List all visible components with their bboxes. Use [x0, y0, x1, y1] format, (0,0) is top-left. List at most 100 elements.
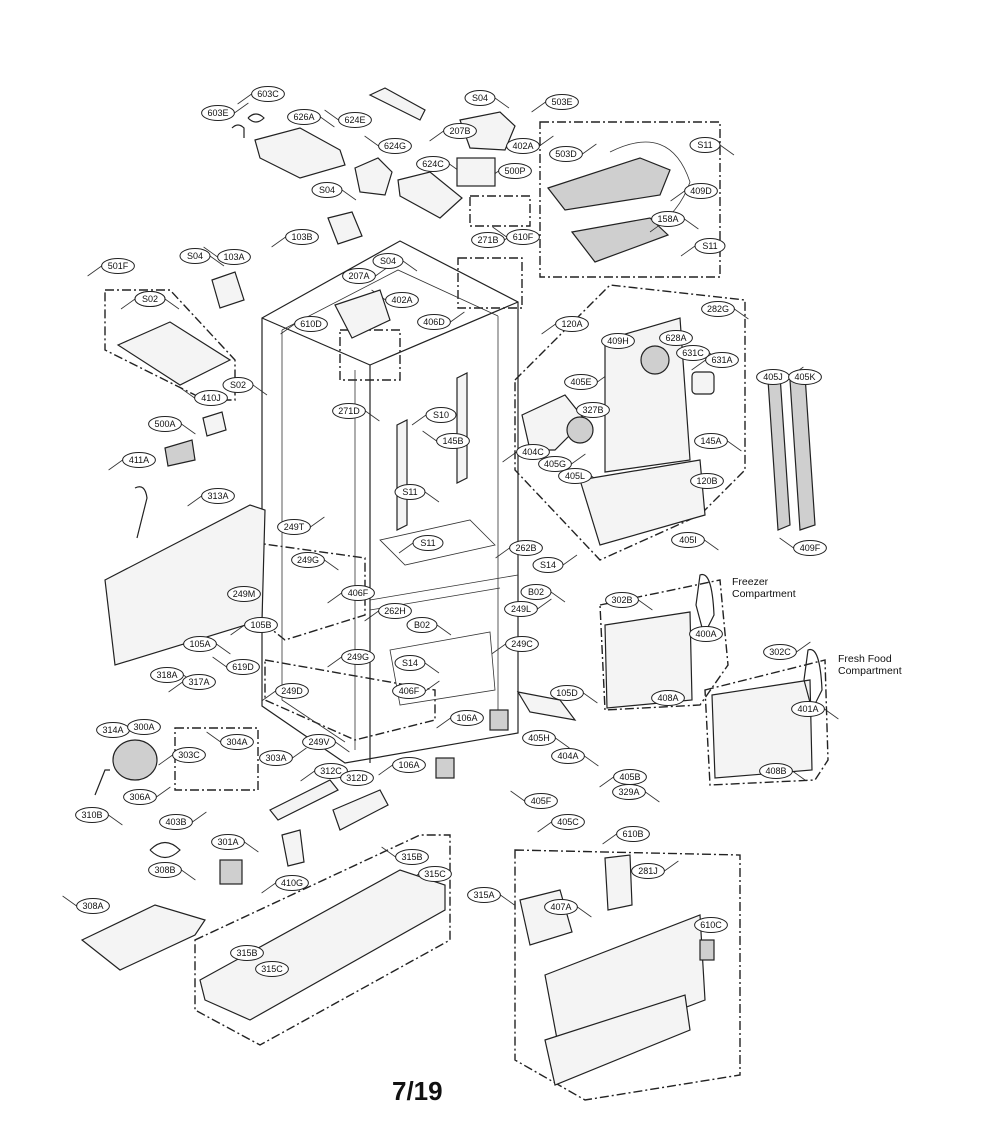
callout-ellipse — [311, 182, 343, 198]
callout-s04-tag: S04 — [179, 248, 211, 264]
callout-label: 317A — [188, 677, 209, 687]
part-603E — [231, 124, 245, 138]
leader-line — [341, 189, 357, 201]
callout-s14-tag: S14 — [532, 557, 564, 573]
callout-302c-tag: 302C — [763, 644, 797, 660]
group-outline-271D — [339, 329, 401, 381]
caption-fresh-food-line1: Fresh Food — [838, 653, 892, 665]
leader-line — [502, 451, 517, 463]
leader-line — [187, 495, 202, 507]
callout-ellipse — [201, 105, 235, 121]
callout-ellipse — [127, 719, 161, 735]
callout-ellipse — [705, 352, 739, 368]
callout-label: S14 — [540, 560, 556, 570]
part-405K — [789, 374, 816, 531]
callout-405f-tag: 405F — [524, 793, 558, 809]
leader-line — [244, 841, 259, 853]
part-408B — [711, 679, 813, 779]
callout-ellipse — [564, 374, 598, 390]
callout-ellipse — [788, 369, 822, 385]
leader-line — [364, 610, 379, 622]
callout-ellipse — [277, 519, 311, 535]
callout-405j-tag: 405J — [756, 369, 790, 385]
callout-ellipse — [651, 690, 685, 706]
leader-line — [537, 821, 552, 833]
group-outline-271B — [457, 257, 523, 309]
callout-label: 410J — [201, 393, 221, 403]
callout-207b-tag: 207B — [443, 123, 477, 139]
callout-ellipse — [226, 659, 260, 675]
callout-ellipse — [471, 232, 505, 248]
callout-315b-tag: 315B — [230, 945, 264, 961]
callout-ellipse — [532, 557, 564, 573]
callout-207a-tag: 207A — [342, 268, 376, 284]
leader-line — [583, 692, 598, 704]
callout-ellipse — [551, 748, 585, 764]
part-shroud — [544, 994, 691, 1086]
callout-label: 249T — [284, 522, 305, 532]
callout-310b-tag: 310B — [75, 807, 109, 823]
part-624G — [354, 157, 393, 196]
leader-line — [571, 453, 586, 465]
callout-312c-tag: 312C — [314, 763, 348, 779]
callout-ellipse — [684, 183, 718, 199]
part-shapes — [80, 87, 823, 1086]
callout-label: 409D — [690, 186, 712, 196]
callout-404c-tag: 404C — [516, 444, 550, 460]
callout-ellipse — [576, 402, 610, 418]
callout-ellipse — [676, 345, 710, 361]
callout-ellipse — [417, 314, 451, 330]
leader-line — [638, 599, 653, 611]
leader-line — [704, 539, 719, 551]
callout-label: 308B — [154, 865, 175, 875]
leader-line — [252, 384, 268, 396]
leader-line — [582, 143, 597, 155]
leader-line — [261, 882, 276, 894]
leader-line — [602, 833, 617, 845]
callout-label: 249G — [297, 555, 319, 565]
callout-label: 329A — [618, 787, 639, 797]
callout-406d-tag: 406D — [417, 314, 451, 330]
callout-ellipse — [244, 617, 278, 633]
callout-317a-tag: 317A — [182, 674, 216, 690]
refrigerator-cabinet — [261, 240, 519, 764]
callout-label: 249L — [511, 604, 531, 614]
callout-label: 624G — [384, 141, 406, 151]
group-outline-303A — [174, 727, 259, 791]
callout-103b-tag: 103B — [285, 229, 319, 245]
callout-label: 400A — [695, 629, 716, 639]
leader-line — [436, 624, 452, 636]
callout-s11-tag: S11 — [689, 137, 721, 153]
callout-ellipse — [230, 945, 264, 961]
callout-s02-tag: S02 — [222, 377, 254, 393]
part-308A — [80, 904, 206, 971]
callout-label: 407A — [550, 902, 571, 912]
callout-ellipse — [549, 146, 583, 162]
leader-line — [364, 135, 379, 147]
group-outline-120A — [514, 284, 746, 561]
callout-label: 626A — [293, 112, 314, 122]
leader-line — [550, 591, 566, 603]
leader-line — [120, 298, 136, 310]
callout-103a-tag: 103A — [217, 249, 251, 265]
callout-ellipse — [302, 734, 336, 750]
callout-label: 308A — [82, 901, 103, 911]
callout-label: 145B — [442, 436, 463, 446]
callout-ellipse — [506, 138, 540, 154]
callout-ellipse — [612, 784, 646, 800]
part-120B — [579, 459, 706, 546]
callout-ellipse — [551, 814, 585, 830]
callout-ellipse — [605, 592, 639, 608]
leader-line — [62, 895, 77, 907]
callout-label: 405F — [531, 796, 552, 806]
leader-line — [237, 93, 252, 105]
callout-ellipse — [76, 898, 110, 914]
part-327B — [566, 416, 594, 444]
leader-line — [209, 255, 225, 267]
callout-ellipse — [172, 747, 206, 763]
part-409H — [640, 345, 670, 375]
callout-ellipse — [406, 617, 438, 633]
callout-408b-tag: 408B — [759, 763, 793, 779]
callout-406f-tag: 406F — [341, 585, 375, 601]
callout-label: S04 — [187, 251, 203, 261]
